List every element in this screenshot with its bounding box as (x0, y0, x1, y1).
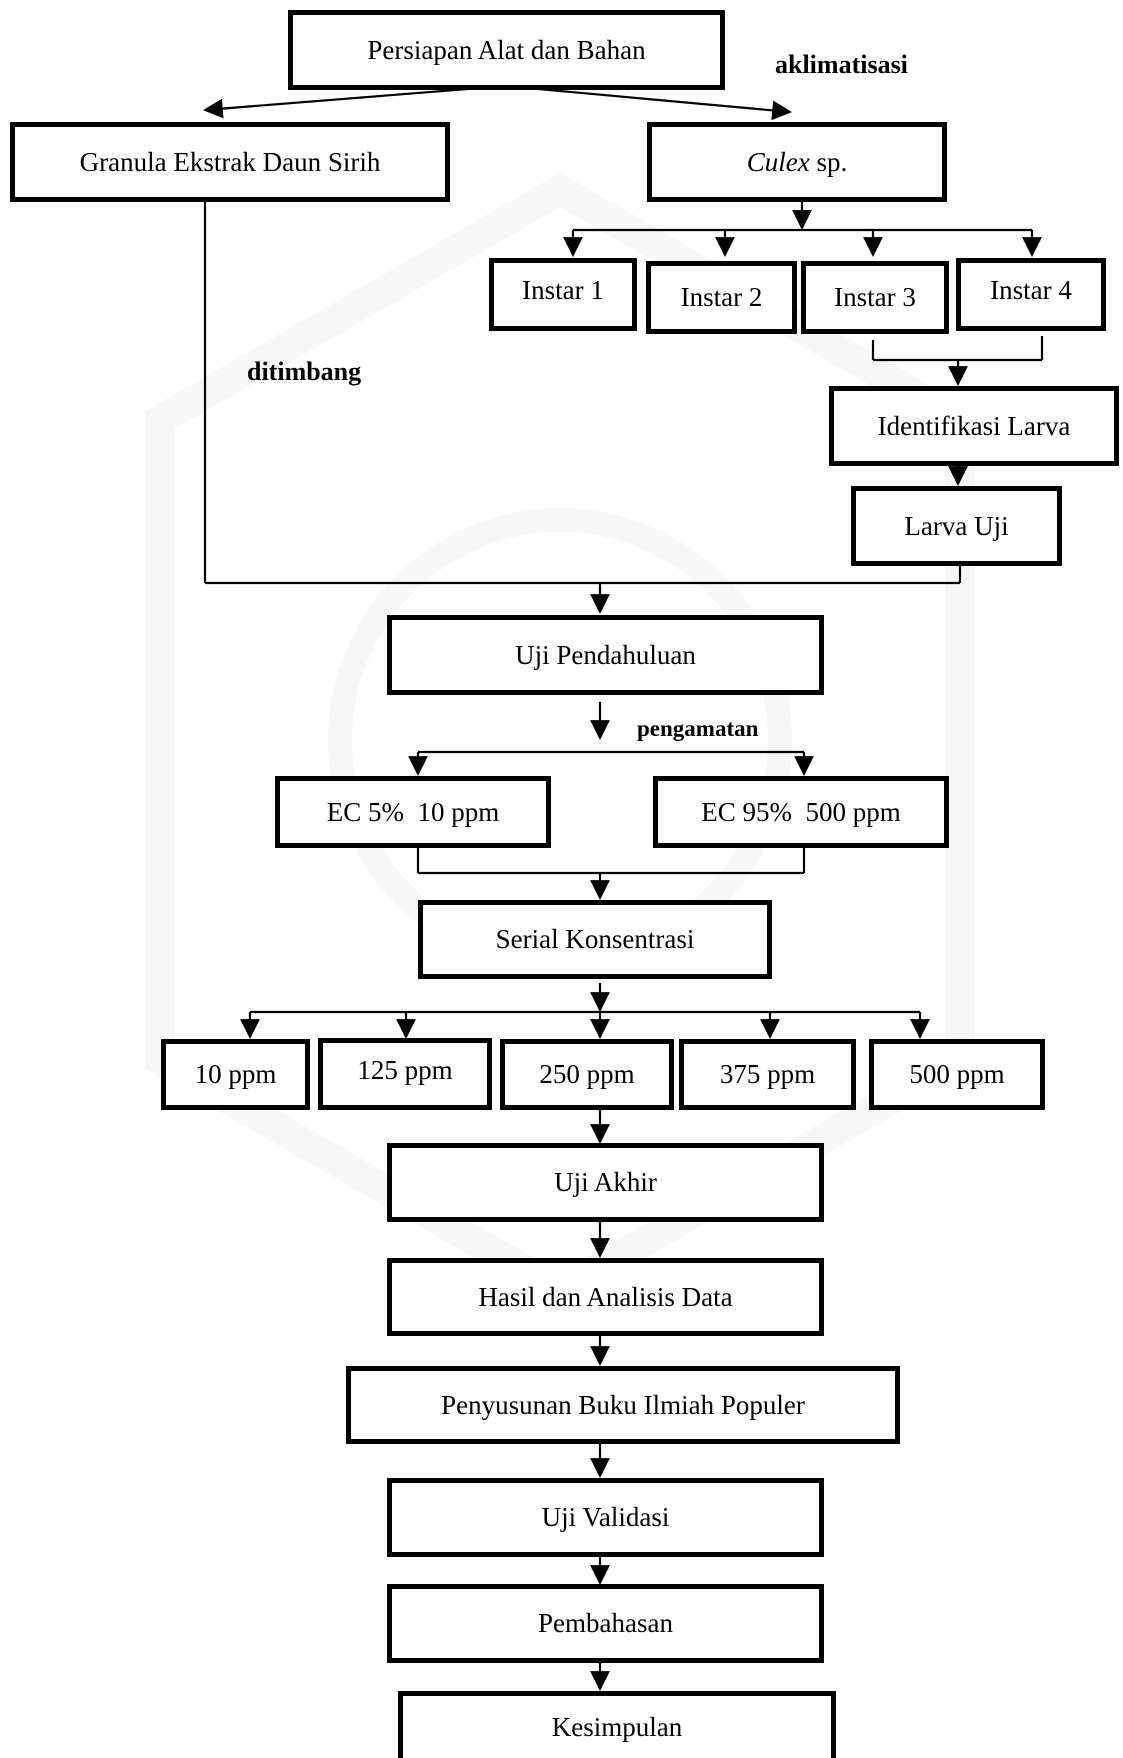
node-instar-4: Instar 4 (956, 258, 1106, 331)
node-ec95: EC 95% 500 ppm (653, 776, 949, 848)
node-penyusunan-buku: Penyusunan Buku Ilmiah Populer (346, 1366, 900, 1444)
node-instar-2: Instar 2 (646, 261, 797, 334)
label-aklimatisasi: aklimatisasi (775, 50, 908, 79)
node-instar-3: Instar 3 (801, 261, 949, 334)
node-persiapan: Persiapan Alat dan Bahan (288, 10, 725, 90)
node-instar-1: Instar 1 (489, 258, 637, 331)
node-125-ppm: 125 ppm (318, 1038, 492, 1110)
node-uji-pendahuluan: Uji Pendahuluan (387, 615, 824, 695)
node-250-ppm: 250 ppm (500, 1039, 674, 1110)
label-ditimbang: ditimbang (247, 357, 362, 386)
node-500-ppm: 500 ppm (869, 1039, 1045, 1110)
node-culex: Culex sp. (647, 122, 947, 202)
node-pembahasan: Pembahasan (387, 1584, 824, 1663)
node-larva-uji: Larva Uji (851, 486, 1062, 566)
node-ec5: EC 5% 10 ppm (275, 776, 551, 848)
node-uji-akhir: Uji Akhir (387, 1143, 824, 1222)
node-granula: Granula Ekstrak Daun Sirih (10, 122, 450, 202)
label-pengamatan: pengamatan (637, 716, 759, 741)
node-hasil-analisis: Hasil dan Analisis Data (387, 1258, 824, 1336)
node-identifikasi-larva: Identifikasi Larva (829, 386, 1119, 466)
node-375-ppm: 375 ppm (679, 1039, 856, 1110)
node-serial-konsentrasi: Serial Konsentrasi (418, 900, 772, 979)
node-uji-validasi: Uji Validasi (387, 1478, 824, 1557)
culex-genus-text: Culex (746, 146, 810, 177)
node-10-ppm: 10 ppm (161, 1039, 310, 1110)
node-kesimpulan: Kesimpulan (398, 1691, 836, 1758)
culex-sp-text: sp. (809, 146, 848, 177)
